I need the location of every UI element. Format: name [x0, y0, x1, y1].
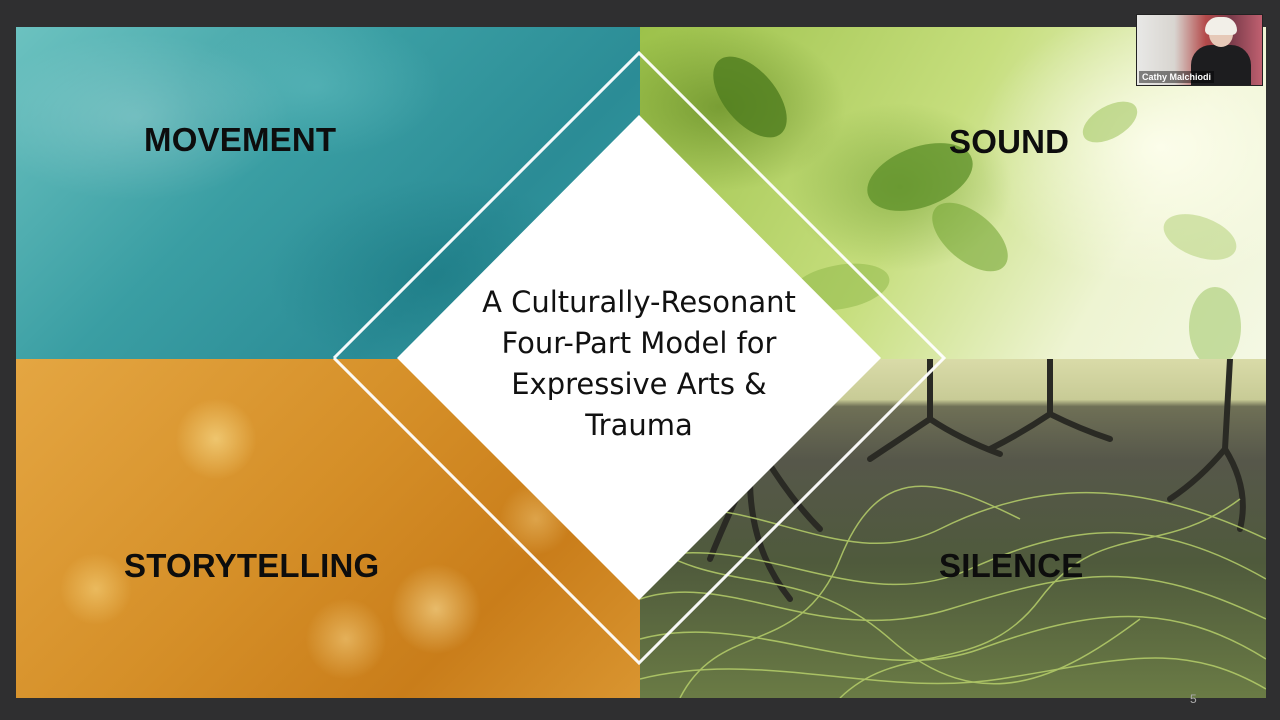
title-line-2: Four-Part Model for [501, 326, 777, 360]
slide: MOVEMENT SOUND STORYTELLING SILENCE A Cu… [16, 27, 1266, 698]
label-movement: MOVEMENT [144, 121, 337, 158]
title-line-1: A Culturally-Resonant [482, 285, 796, 319]
label-sound: SOUND [949, 123, 1070, 160]
label-silence: SILENCE [939, 547, 1084, 584]
participant-body [1191, 45, 1251, 85]
participant-name: Cathy Malchiodi [1139, 71, 1215, 83]
page-number: 5 [1190, 692, 1197, 706]
participant-hair [1205, 17, 1237, 35]
title-line-4: Trauma [585, 408, 693, 442]
label-storytelling: STORYTELLING [124, 547, 380, 584]
slide-title: A Culturally-Resonant Four-Part Model fo… [454, 282, 824, 446]
title-line-3: Expressive Arts & [511, 367, 767, 401]
participant-video-tile[interactable]: Cathy Malchiodi [1136, 14, 1263, 86]
